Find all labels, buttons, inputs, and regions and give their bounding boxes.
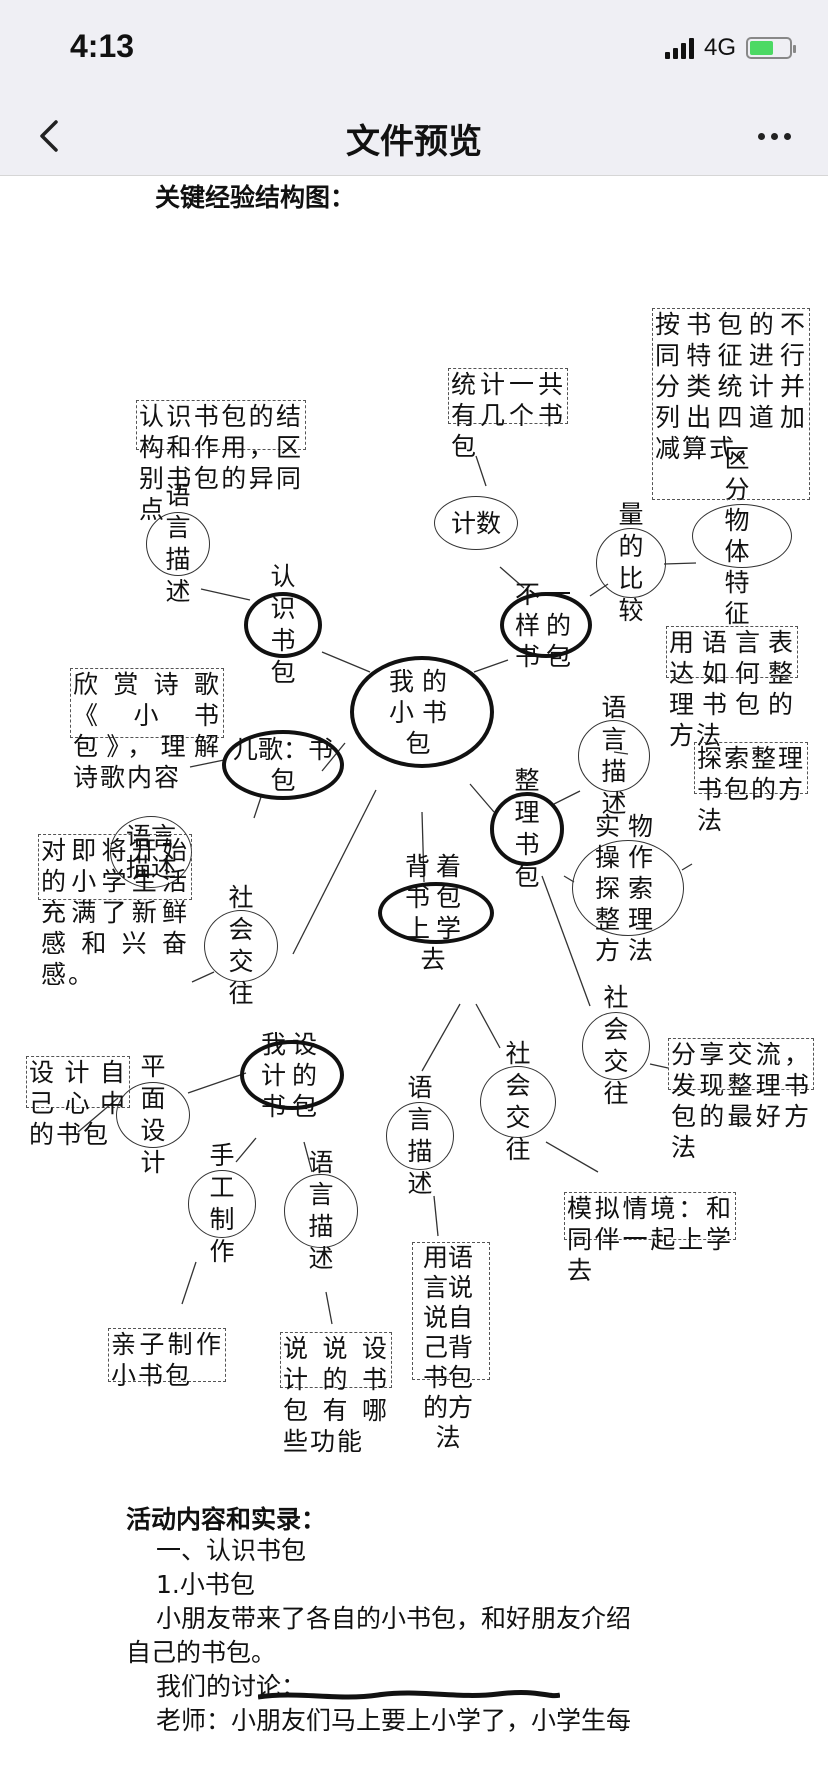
chevron-left-icon[interactable] [28,112,76,160]
status-bar: 4:13 4G [0,0,828,96]
paragraph-line: 自己的书包。 [126,1638,277,1667]
status-time: 4:13 [70,28,135,64]
node-handmade: 手工制作 [188,1141,256,1266]
more-icon[interactable] [750,116,798,156]
box-express-organize: 用语言表达如何整理书包的方法 [666,626,798,750]
document-page[interactable]: 关键经验结构图： [0,176,828,1792]
node-social-1: 社会交往 [204,883,278,1008]
box-share: 分享交流，发现整理书包的最好方法 [668,1038,814,1162]
box-tell-own: 用语言说说自己背书包的方法 [412,1242,490,1452]
node-lang-desc-4: 语言描述 [284,1148,358,1273]
box-parent-child: 亲子制作小书包 [108,1328,226,1390]
node-know-bag: 认识书包 [244,562,322,687]
redaction-scribble [258,1689,560,1700]
node-social-3: 社会交往 [480,1039,556,1164]
paragraph-line: 1.小书包 [156,1570,255,1599]
node-carry-bag: 背着书包上学去 [378,852,494,974]
box-count-total: 统计一共有几个书包 [448,368,568,461]
paragraph-line: 一、认识书包 [156,1536,307,1565]
box-poem: 欣赏诗歌《小书包》，理解诗歌内容 [70,668,224,792]
node-plane-design: 平面设计 [116,1052,190,1177]
node-lang-desc-2: 语言描述 [110,816,192,888]
node-different-bag: 不一样的书包 [500,580,592,671]
node-social-2: 社会交往 [582,983,650,1108]
status-icons: 4G [664,34,796,62]
battery-icon [746,37,796,59]
signal-icon [664,37,694,59]
node-song-bag: 儿歌：书包 [222,730,344,800]
navigation-bar: 文件预览 [0,96,828,176]
page-title: 文件预览 [346,122,482,162]
paragraph-line: 老师：小朋友们马上要上小学了，小学生每 [156,1706,632,1735]
section-title-activities: 活动内容和实录： [126,1505,327,1534]
section-title-structure: 关键经验结构图： [155,183,356,212]
node-hands-on: 实物操作探索整理方法 [572,812,684,965]
paragraph-line: 小朋友带来了各自的小书包，和好朋友介绍 [156,1604,632,1633]
mindmap-center-node: 我的小书包 [350,656,494,768]
box-know-structure: 认识书包的结构和作用，区别书包的异同点 [136,400,306,524]
node-count: 计数 [434,496,518,550]
box-excited: 对即将开始的小学生活充满了新鲜感和兴奋感。 [38,834,192,989]
box-simulate: 模拟情境：和同伴一起上学去 [564,1192,736,1285]
box-tell-design: 说说设计的书包有哪些功能 [280,1332,392,1456]
box-explore-organize: 探索整理书包的方法 [694,742,808,835]
node-lang-desc-1: 语言描述 [146,481,210,606]
node-classify: 区分物体特征 [692,444,792,628]
node-lang-desc-5: 语言描述 [386,1073,454,1198]
node-organize-bag: 整理书包 [490,766,564,891]
node-lang-desc-3: 语言描述 [578,693,650,818]
node-design-bag: 我设计的书包 [240,1030,344,1121]
box-classify-stats: 按书包的不同特征进行分类统计并列出四道加减算式。 [652,308,810,500]
box-design-own: 设计自己心中的书包 [26,1056,130,1149]
mindmap-connectors [77,455,697,1325]
network-type: 4G [703,34,736,61]
node-compare: 量的比较 [596,500,666,625]
